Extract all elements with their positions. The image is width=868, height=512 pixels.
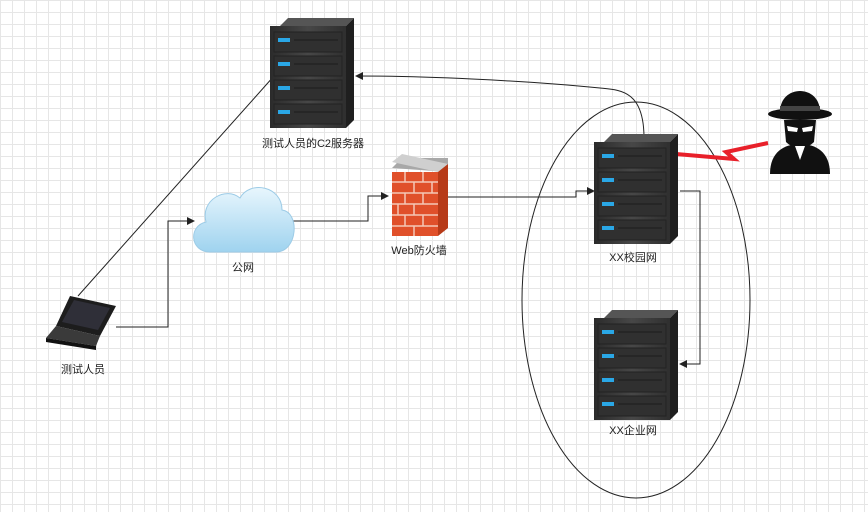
enterprise-network-label: XX企业网 [609,425,657,437]
tester-label: 测试人员 [61,364,105,376]
edge-campus-c2 [355,72,645,139]
c2-server-icon [270,18,355,128]
web-firewall-label: Web防火墙 [391,245,447,257]
edge-attacker-lightning [675,141,769,162]
c2-server-label: 测试人员的C2服务器 [261,138,365,150]
firewall-icon [392,154,448,236]
edge-internet-firewall [292,192,389,222]
edge-tester-internet [116,217,195,328]
edge-campus-enterprise [679,190,701,368]
internet-label: 公网 [232,262,254,274]
hacker-icon [768,91,832,174]
campus-server-icon [594,134,679,244]
campus-network-label: XX校园网 [609,252,657,264]
enterprise-server-icon [594,310,679,420]
cloud-icon [193,187,295,253]
edge-tester-c2 [77,75,275,297]
laptop-icon [46,296,116,350]
edge-firewall-campus [448,187,595,198]
